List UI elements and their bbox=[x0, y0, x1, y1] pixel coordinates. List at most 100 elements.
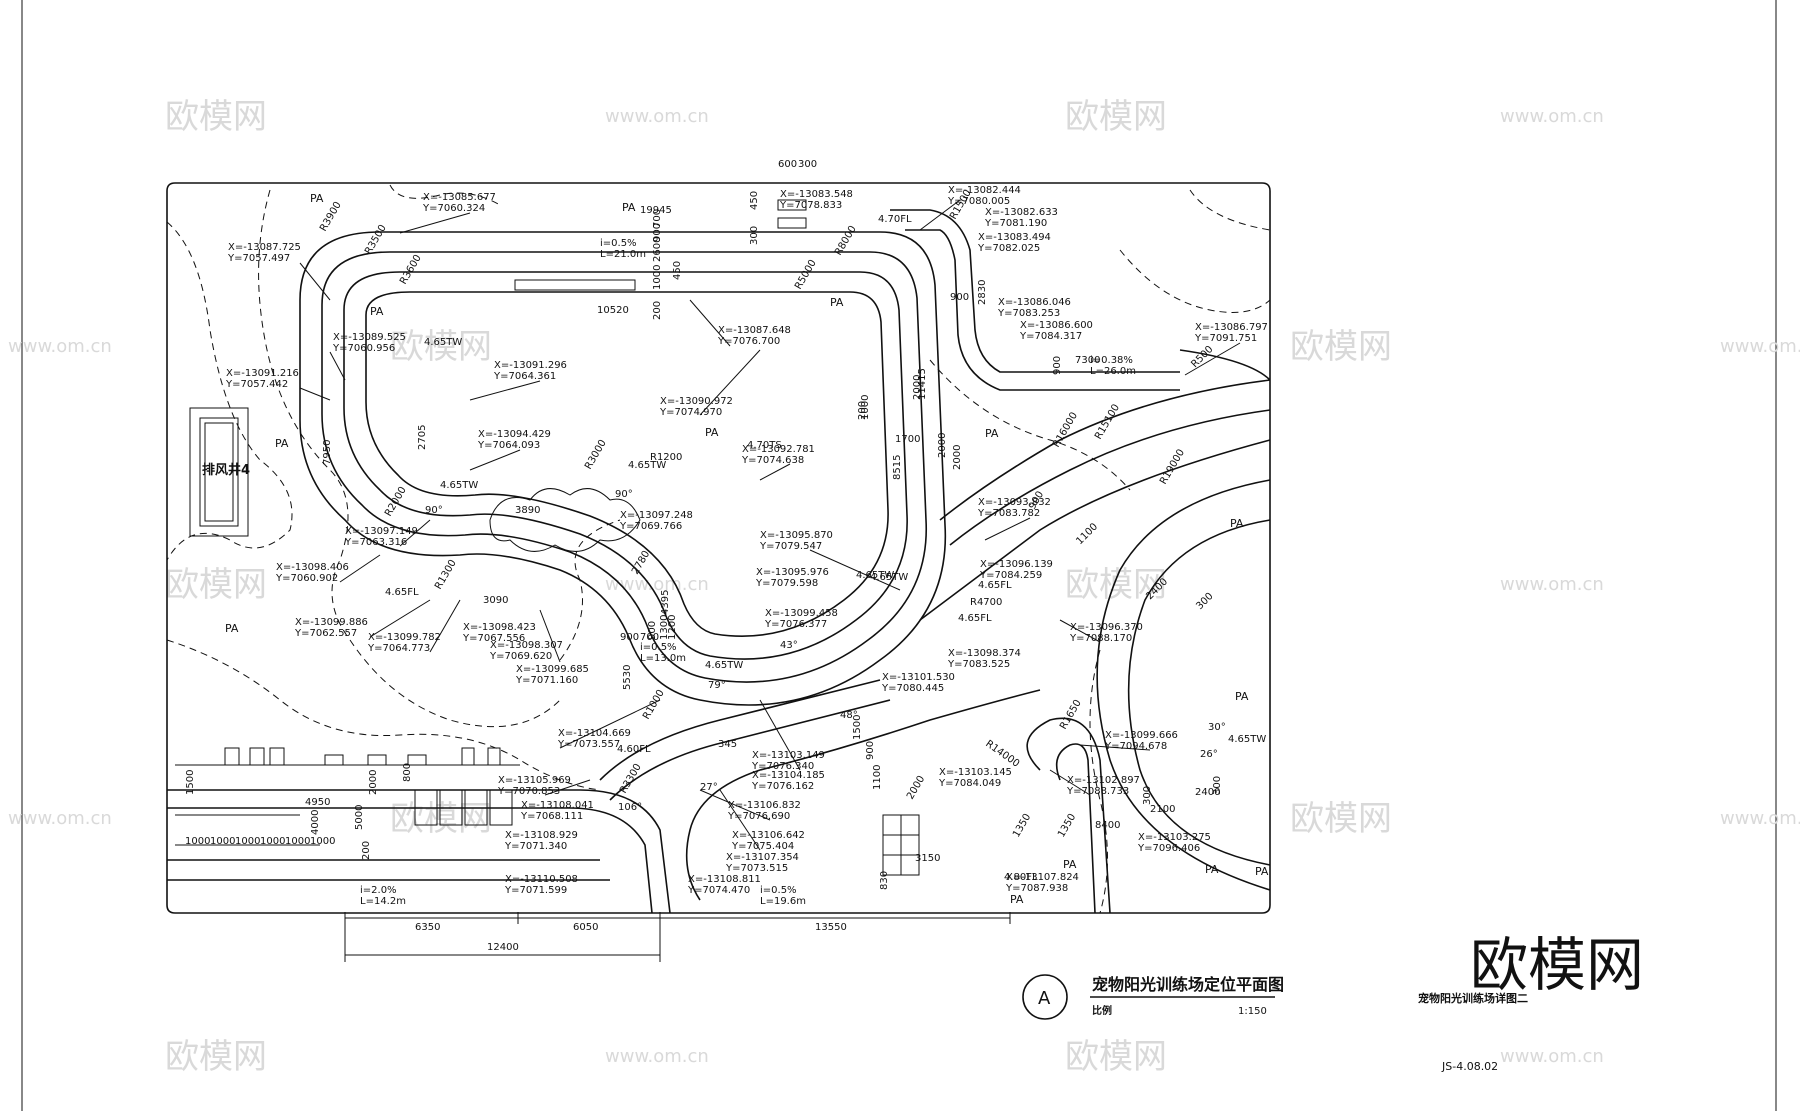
side-drawing-title: 宠物阳光训练场详图二 bbox=[1418, 991, 1528, 1005]
coordinate-x: X=-13103.149 bbox=[752, 750, 825, 761]
dimension-label: 1350 bbox=[1011, 812, 1033, 840]
dimension-left: 1000 bbox=[235, 836, 260, 847]
slope-labels: i=0.5%L=21.0mi=0.38%L=26.0mi=2.0%L=14.2m… bbox=[360, 238, 1136, 907]
coordinate-y: Y=7088.170 bbox=[1069, 633, 1132, 644]
watermark-brand: 欧模网 bbox=[1290, 327, 1392, 367]
zone-label: PA bbox=[1010, 893, 1024, 906]
coordinate-x: X=-13099.886 bbox=[295, 617, 368, 628]
dimension-label: 2600 bbox=[652, 237, 663, 262]
coordinate-y: Y=7064.361 bbox=[493, 371, 556, 382]
coordinate-x: X=-13082.444 bbox=[948, 185, 1021, 196]
coordinate-y: Y=7068.111 bbox=[520, 811, 583, 822]
angle-label: 90° bbox=[615, 489, 633, 500]
watermark-brand: 欧模网 bbox=[165, 565, 267, 605]
radius-label: R3000 bbox=[583, 438, 609, 472]
dimension-label: 1200 bbox=[667, 615, 678, 640]
dimension-label: 300 bbox=[1212, 776, 1223, 795]
dimension-bottom: 6050 bbox=[573, 922, 598, 933]
coordinate-x: X=-13099.666 bbox=[1105, 730, 1178, 741]
coordinate-y: Y=7076.162 bbox=[751, 781, 814, 792]
coordinate-x: X=-13101.530 bbox=[882, 672, 955, 683]
coordinate-y: Y=7091.751 bbox=[1194, 333, 1257, 344]
section-marker-letter: A bbox=[1038, 988, 1051, 1009]
coordinate-x: X=-13097.248 bbox=[620, 510, 693, 521]
leader-line bbox=[1059, 619, 1101, 643]
angle-label: 79° bbox=[708, 680, 726, 691]
watermark-site: www.om.cn bbox=[605, 574, 709, 595]
watermark-site: www.om.cn bbox=[605, 1046, 709, 1067]
dimension-left: 2000 bbox=[368, 770, 379, 795]
exhaust-shaft-outline bbox=[189, 407, 249, 537]
watermark-site: www.om.cn bbox=[1720, 336, 1800, 357]
leader-line bbox=[984, 517, 1031, 541]
coordinate-x: X=-13098.307 bbox=[490, 640, 563, 651]
dimension-bottom: 6350 bbox=[415, 922, 440, 933]
coordinate-y: Y=7071.599 bbox=[504, 885, 567, 896]
coordinate-x: X=-13110.508 bbox=[505, 874, 578, 885]
coordinate-x: X=-13108.041 bbox=[521, 800, 594, 811]
elevation-label: 4.65TW bbox=[440, 480, 478, 491]
dimension-label: 830 bbox=[879, 871, 890, 890]
radius-label: R1200 bbox=[650, 452, 682, 463]
coordinate-y: Y=7079.547 bbox=[759, 541, 822, 552]
leader-line bbox=[559, 699, 661, 749]
leader-line bbox=[1079, 744, 1151, 751]
coordinate-x: X=-13086.797 bbox=[1195, 322, 1268, 333]
coordinate-y: Y=7083.525 bbox=[947, 659, 1010, 670]
dimension-left: 1000 bbox=[285, 836, 310, 847]
dimension-label: 200 bbox=[652, 301, 663, 320]
coordinate-y: Y=7076.700 bbox=[717, 336, 780, 347]
zone-label: PA bbox=[370, 305, 384, 318]
coordinate-y: Y=7094.678 bbox=[1104, 741, 1167, 752]
elevation-label: 4.70FL bbox=[878, 214, 912, 225]
dimension-label: 1000 bbox=[860, 395, 871, 420]
dimension-label: 7950 bbox=[322, 440, 333, 465]
radius-label: R500 bbox=[1189, 344, 1215, 370]
radius-label: R14000 bbox=[983, 738, 1021, 769]
dimension-label: 1000 bbox=[652, 265, 663, 290]
slope-gradient: i=0.5% bbox=[600, 238, 637, 249]
elevation-label: 4.65TW bbox=[705, 660, 743, 671]
coordinate-x: X=-13090.972 bbox=[660, 396, 733, 407]
slope-length: L=19.6m bbox=[760, 896, 806, 907]
slope-gradient: i=0.5% bbox=[640, 642, 677, 653]
slope-length: L=26.0m bbox=[1090, 366, 1136, 377]
dimension-label: 450 bbox=[672, 261, 683, 280]
coordinate-x: X=-13103.275 bbox=[1138, 832, 1211, 843]
coordinate-x: X=-13099.458 bbox=[765, 608, 838, 619]
dimension-label: 900 bbox=[865, 741, 876, 760]
coordinate-y: Y=7074.470 bbox=[687, 885, 750, 896]
coordinate-y: Y=7071.340 bbox=[504, 841, 567, 852]
elevation-label: 4.65FL bbox=[958, 613, 992, 624]
dimension-label: 3890 bbox=[515, 505, 540, 516]
coordinate-y: Y=7067.556 bbox=[462, 633, 525, 644]
watermark-site: www.om.cn bbox=[1720, 808, 1800, 829]
elevation-label: 4.65TW bbox=[424, 337, 462, 348]
coordinate-x: X=-13082.633 bbox=[985, 207, 1058, 218]
zone-label: PA bbox=[1235, 690, 1249, 703]
coordinate-x: X=-13104.669 bbox=[558, 728, 631, 739]
coordinate-x: X=-13086.046 bbox=[998, 297, 1071, 308]
coordinate-x: X=-13108.929 bbox=[505, 830, 578, 841]
dimension-label: 2400 bbox=[1195, 787, 1220, 798]
coordinate-y: Y=7070.853 bbox=[497, 786, 560, 797]
dimension-label: 4395 bbox=[660, 590, 671, 615]
leader-line bbox=[429, 599, 461, 653]
dimension-label: 2000 bbox=[912, 375, 923, 400]
coordinate-x: X=-13108.811 bbox=[688, 874, 761, 885]
dimension-label: 900 bbox=[1052, 356, 1063, 375]
zone-label: PA bbox=[1063, 858, 1077, 871]
leader-line bbox=[699, 789, 771, 821]
coordinate-y: Y=7071.160 bbox=[515, 675, 578, 686]
coordinate-x: X=-13095.870 bbox=[760, 530, 833, 541]
scale-value: 1:150 bbox=[1238, 1006, 1267, 1017]
scale-label: 比例 bbox=[1092, 1004, 1112, 1017]
dimension-label: 1700 bbox=[895, 434, 920, 445]
leader-line bbox=[369, 599, 431, 638]
coordinate-x: X=-13102.897 bbox=[1067, 775, 1140, 786]
leader-line bbox=[539, 609, 561, 663]
coordinate-x: X=-13089.525 bbox=[333, 332, 406, 343]
coordinate-y: Y=7057.497 bbox=[227, 253, 290, 264]
coordinate-y: Y=7064.093 bbox=[477, 440, 540, 451]
